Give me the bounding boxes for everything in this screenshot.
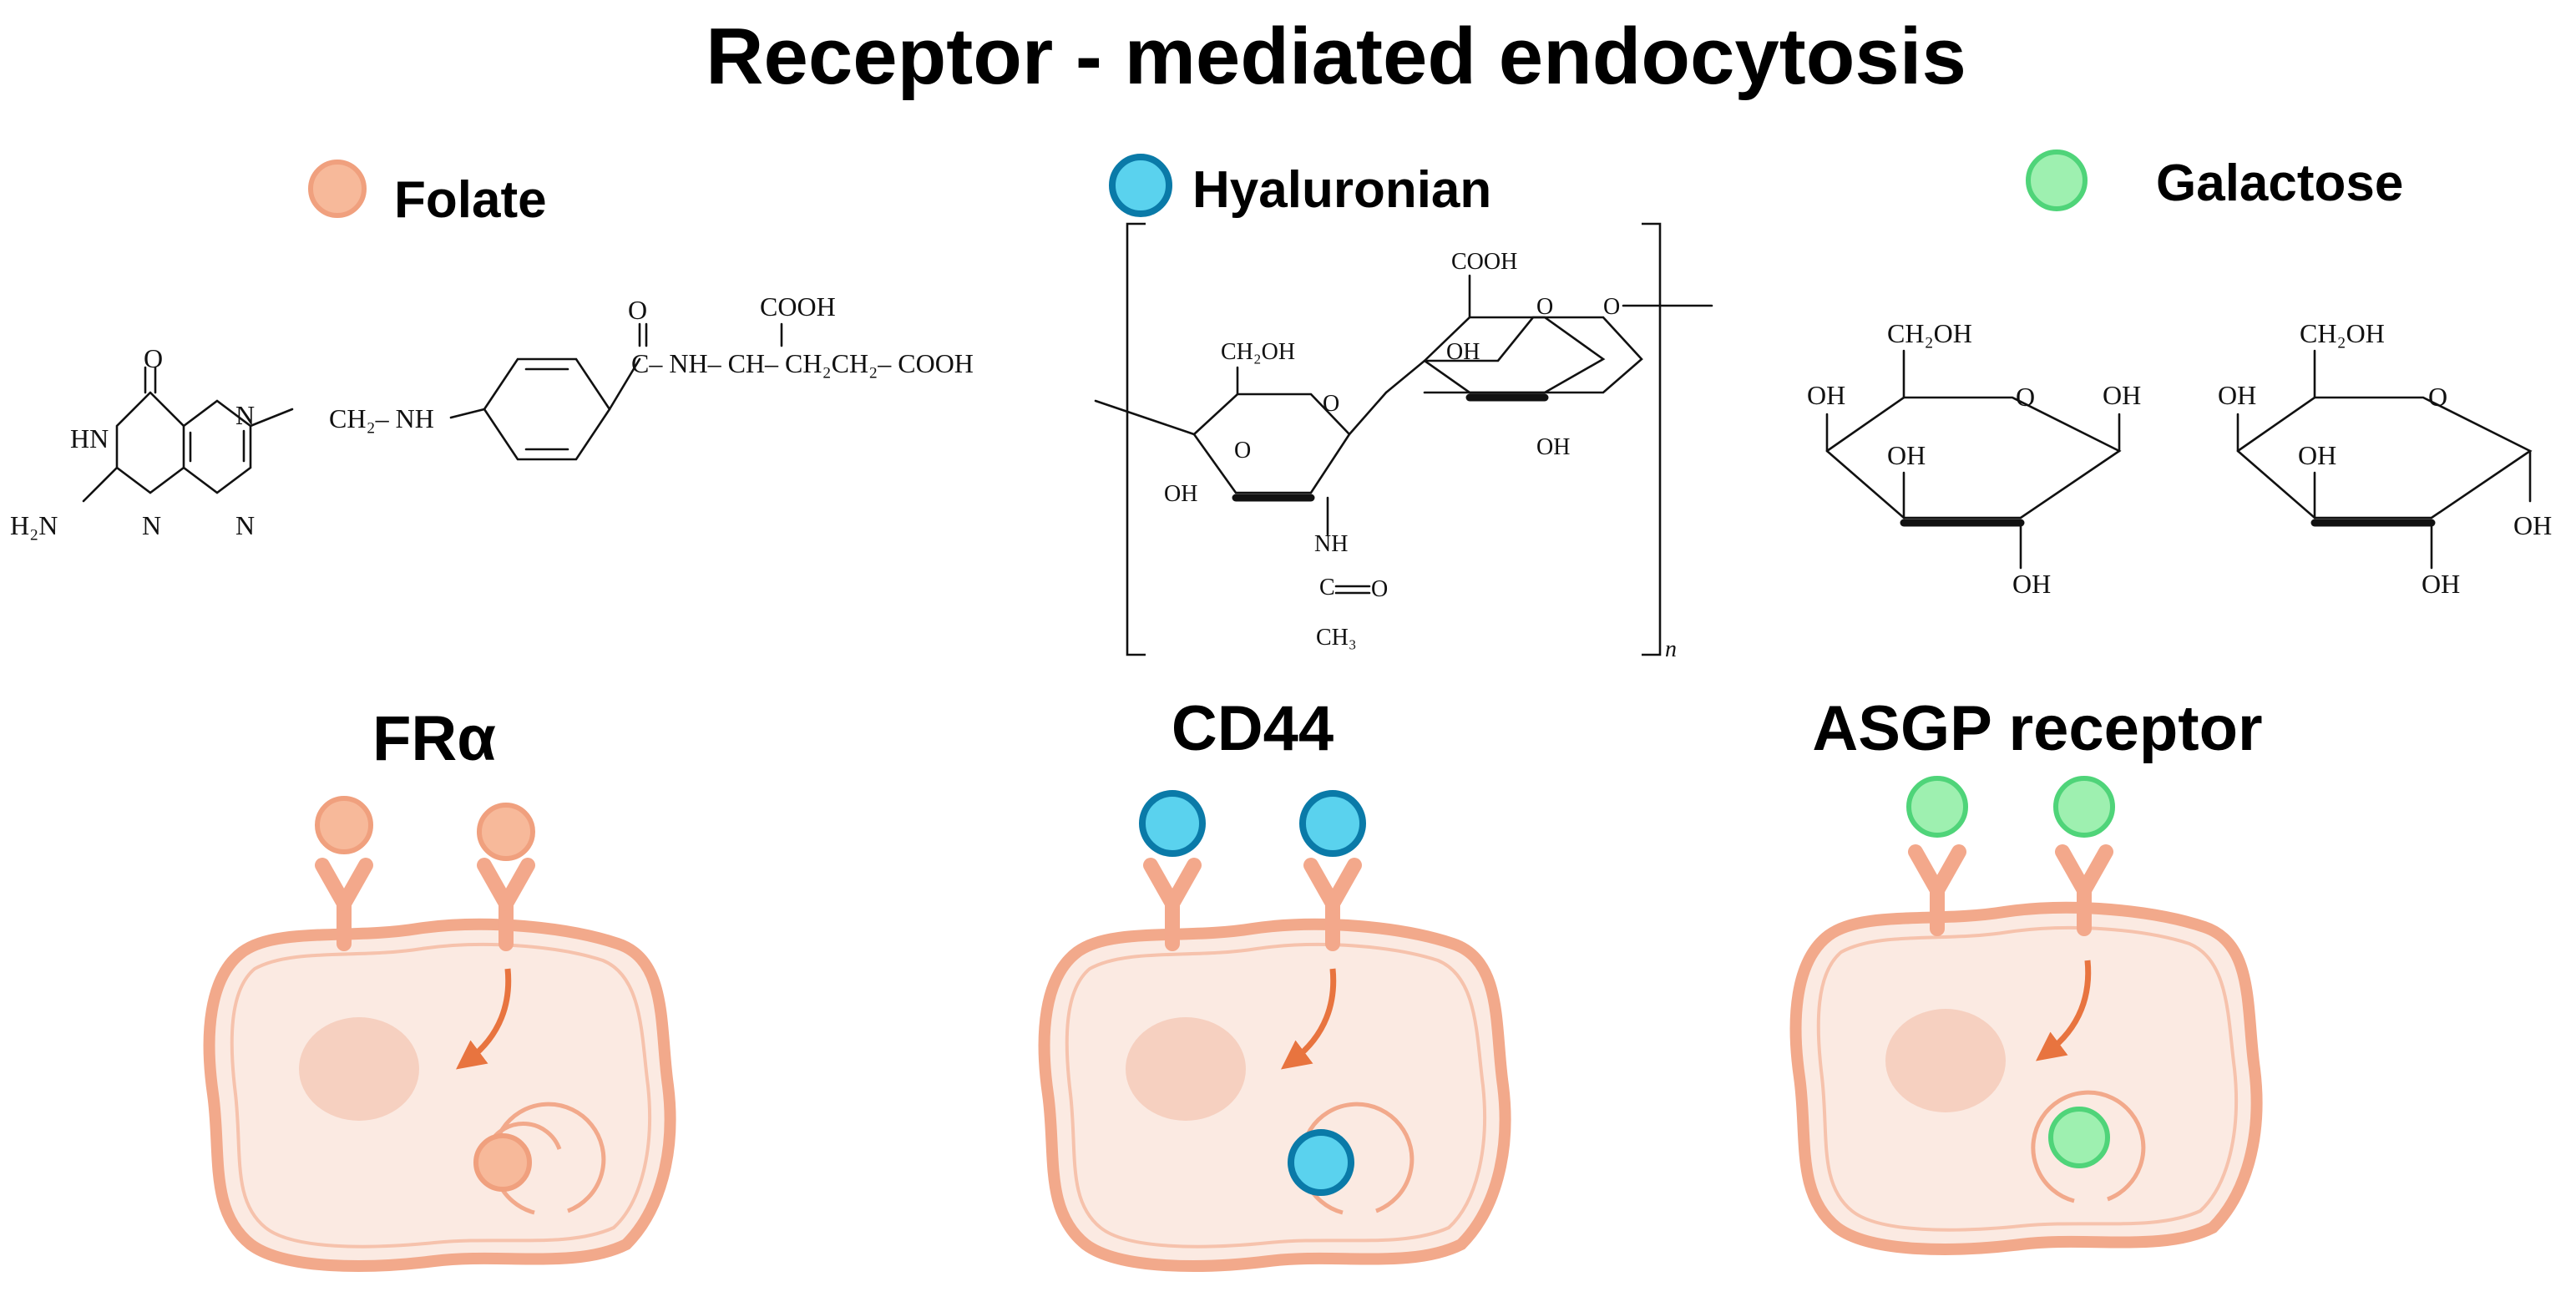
hyaluronan-ch2oh: CH₂OH xyxy=(1221,339,1295,365)
arrow-hyaluronan xyxy=(1281,968,1337,1070)
folate-structure: O HN H₂N N N N CH₂– NH O C– NH– CH– CH₂C… xyxy=(10,291,974,540)
cell-membrane-galactose xyxy=(1789,901,2263,1255)
gal1-oh-right: OH xyxy=(2103,380,2141,410)
folate-ligand-icon xyxy=(308,160,367,218)
cell-hyaluronan xyxy=(1038,790,1511,1272)
internalized-hyaluronan-icon xyxy=(1288,1129,1354,1196)
gal2-oh-right: OH xyxy=(2513,510,2552,540)
hyaluronan-cooh: COOH xyxy=(1451,249,1517,275)
bound-galactose-2-icon xyxy=(2053,776,2115,838)
folate-cooh-label: COOH xyxy=(760,291,836,322)
folate-ch2nh-label: CH₂– NH xyxy=(329,403,434,433)
folate-chain-label: C– NH– CH– CH₂CH₂– COOH xyxy=(631,348,974,378)
galactose-structure-2: CH₂OH O OH OH OH OH xyxy=(2218,318,2552,599)
hyaluronan-nh: NH xyxy=(1314,531,1348,557)
cell-membrane-folate xyxy=(203,918,676,1272)
gal1-ring-o: O xyxy=(2016,382,2035,412)
bound-folate-2-icon xyxy=(477,803,535,861)
hyaluronan-ring2-oh2: OH xyxy=(1536,434,1570,460)
hyaluronan-structure: n O OH CH₂OH O NH C O CH₃ COOH O O OH OH xyxy=(1094,222,1713,662)
hyaluronan-ligand-icon xyxy=(1109,154,1172,217)
internalized-folate-icon xyxy=(473,1133,532,1192)
receptor-asgp-1 xyxy=(1908,844,1966,936)
folate-hn-label: HN xyxy=(70,423,109,453)
legend-label-galactose: Galactose xyxy=(2156,155,2403,212)
hyaluronan-ch3: CH₃ xyxy=(1316,625,1357,651)
receptor-cd44-1 xyxy=(1143,858,1202,951)
folate-n1-label: N xyxy=(142,510,161,540)
receptor-fra-2 xyxy=(477,858,535,951)
gal2-ch2oh: CH₂OH xyxy=(2300,318,2385,348)
hyaluronan-ring1-o: O xyxy=(1234,438,1251,464)
arrow-galactose xyxy=(2036,960,2092,1061)
legend-label-folate: Folate xyxy=(394,171,547,229)
hyaluronan-ring2-oh1: OH xyxy=(1446,339,1480,365)
nucleus-folate xyxy=(299,1017,419,1121)
hyaluronan-ring2-o-link: O xyxy=(1603,294,1620,320)
folate-h2n-label: H₂N xyxy=(10,510,58,540)
arrow-folate xyxy=(456,968,512,1070)
hyaluronan-ring1-o2: O xyxy=(1323,391,1339,417)
receptor-fra-1 xyxy=(315,858,373,951)
galactose-structure-1: CH₂OH O OH OH OH OH xyxy=(1807,318,2141,599)
cell-membrane-hyaluronan xyxy=(1038,918,1511,1272)
folate-carbonyl-o: O xyxy=(628,295,647,325)
bound-galactose-1-icon xyxy=(1906,776,1968,838)
hyaluronan-c-o: O xyxy=(1371,576,1388,602)
legend-folate: Folate xyxy=(308,160,547,229)
receptor-cd44-2 xyxy=(1303,858,1362,951)
gal1-oh-left: OH xyxy=(1807,380,1845,410)
receptor-label-cd44: CD44 xyxy=(1172,693,1334,764)
hyaluronan-c: C xyxy=(1319,575,1335,600)
gal1-oh-mid: OH xyxy=(1887,440,1926,470)
bound-hyaluronan-1-icon xyxy=(1139,790,1206,857)
gal2-oh-left: OH xyxy=(2218,380,2256,410)
hyaluronan-ring1-oh: OH xyxy=(1164,481,1197,507)
folate-n2-label: N xyxy=(235,400,255,430)
receptor-label-fra: FRα xyxy=(372,703,496,774)
nucleus-galactose xyxy=(1885,1009,2006,1112)
hyaluronan-ring2-o: O xyxy=(1536,294,1553,320)
gal2-ring-o: O xyxy=(2428,382,2447,412)
legend-hyaluronian: Hyaluronian xyxy=(1109,154,1491,219)
folate-n3-label: N xyxy=(235,510,255,540)
vesicle-outer-galactose xyxy=(2031,1090,2146,1203)
gal1-oh-bottom: OH xyxy=(2012,569,2051,599)
bound-hyaluronan-2-icon xyxy=(1299,790,1366,857)
galactose-ligand-icon xyxy=(2026,149,2088,211)
legend-galactose: Galactose xyxy=(2026,149,2403,212)
gal2-oh-mid: OH xyxy=(2298,440,2336,470)
page-title: Receptor - mediated endocytosis xyxy=(706,12,1966,101)
receptor-asgp-2 xyxy=(2055,844,2113,936)
receptor-label-asgp: ASGP receptor xyxy=(1812,693,2262,764)
folate-o-label: O xyxy=(144,343,163,373)
cell-folate xyxy=(203,796,676,1272)
bound-folate-1-icon xyxy=(315,796,373,854)
gal1-ch2oh: CH₂OH xyxy=(1887,318,1972,348)
cell-galactose xyxy=(1789,776,2263,1255)
hyaluronan-n-subscript: n xyxy=(1665,636,1677,662)
gal2-oh-bottom: OH xyxy=(2422,569,2460,599)
nucleus-hyaluronan xyxy=(1126,1017,1246,1121)
legend-label-hyaluronian: Hyaluronian xyxy=(1192,161,1491,219)
internalized-galactose-icon xyxy=(2048,1107,2110,1168)
